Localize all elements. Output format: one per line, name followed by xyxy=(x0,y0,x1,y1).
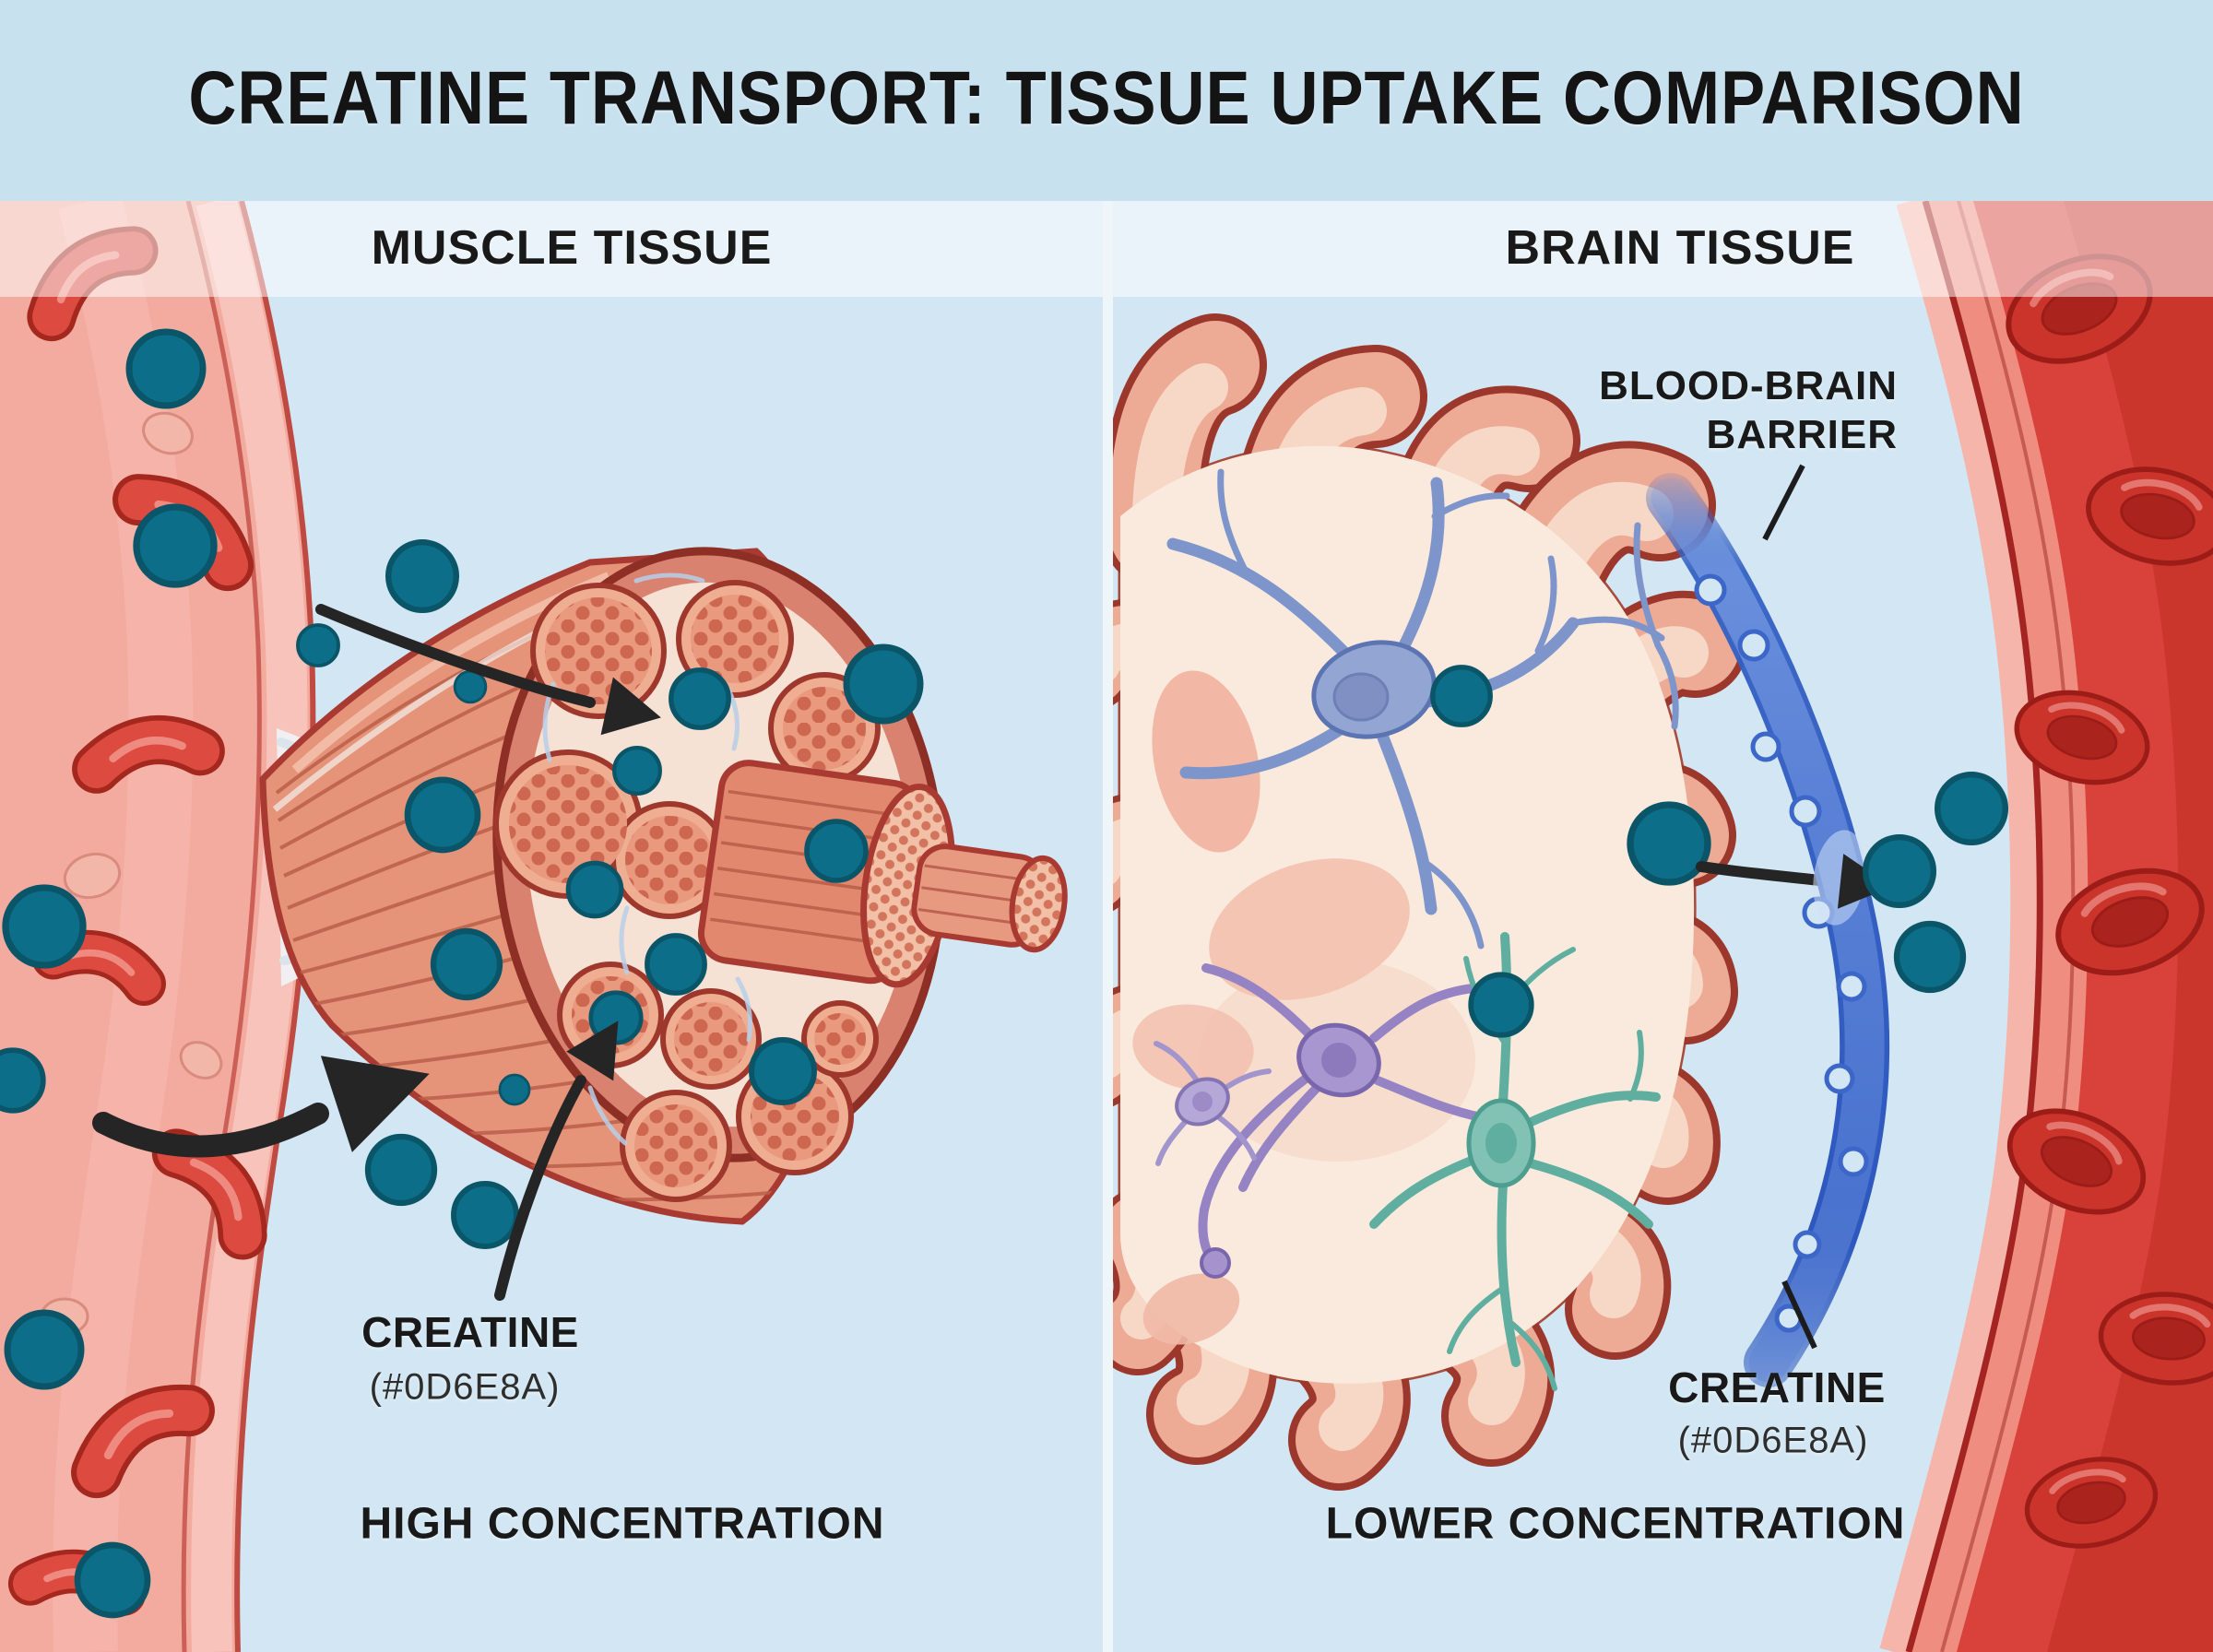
uptake-arrow-top xyxy=(315,604,661,736)
muscle-creatine-label: CREATINE xyxy=(361,1308,579,1356)
muscle-panel-art xyxy=(0,201,1068,1652)
astrocyte-teal xyxy=(1369,932,1661,1391)
page-title: CREATINE TRANSPORT: TISSUE UPTAKE COMPAR… xyxy=(188,56,2025,140)
muscle-concentration-label: HIGH CONCENTRATION xyxy=(360,1499,885,1549)
brain-concentration-label: LOWER CONCENTRATION xyxy=(1325,1499,1906,1549)
brain-creatine-label: CREATINE xyxy=(1668,1363,1886,1411)
brain-creatine-hex: (#0D6E8A) xyxy=(1677,1420,1869,1461)
uptake-arrow-bottom xyxy=(494,1021,619,1301)
creatine-dots-outside-barrier xyxy=(1865,774,2006,990)
brain-panel-header: BRAIN TISSUE xyxy=(1505,221,1855,275)
muscle-fiber-cylinders xyxy=(697,760,1068,988)
brain-panel-art xyxy=(1113,201,2213,1652)
section-divider xyxy=(1103,201,1113,1652)
muscle-creatine-hex: (#0D6E8A) xyxy=(369,1366,561,1408)
pointer-line-barrier-label xyxy=(1762,464,1805,541)
blood-brain-barrier-label: BLOOD-BRAIN BARRIER xyxy=(1599,361,1898,459)
flow-arrow-vessel-to-muscle xyxy=(92,1056,430,1158)
neuron-purple xyxy=(1198,963,1485,1279)
pointer-line-creatine-label xyxy=(1781,1280,1817,1350)
uptake-arrow-brain xyxy=(1696,861,1833,887)
barrier-label-line2: BARRIER xyxy=(1706,412,1898,457)
muscle-panel-header: MUSCLE TISSUE xyxy=(371,221,773,275)
barrier-label-line1: BLOOD-BRAIN xyxy=(1599,363,1898,408)
right-blood-vessel xyxy=(1879,201,2213,1652)
neuron-purple-small xyxy=(1154,1041,1272,1166)
